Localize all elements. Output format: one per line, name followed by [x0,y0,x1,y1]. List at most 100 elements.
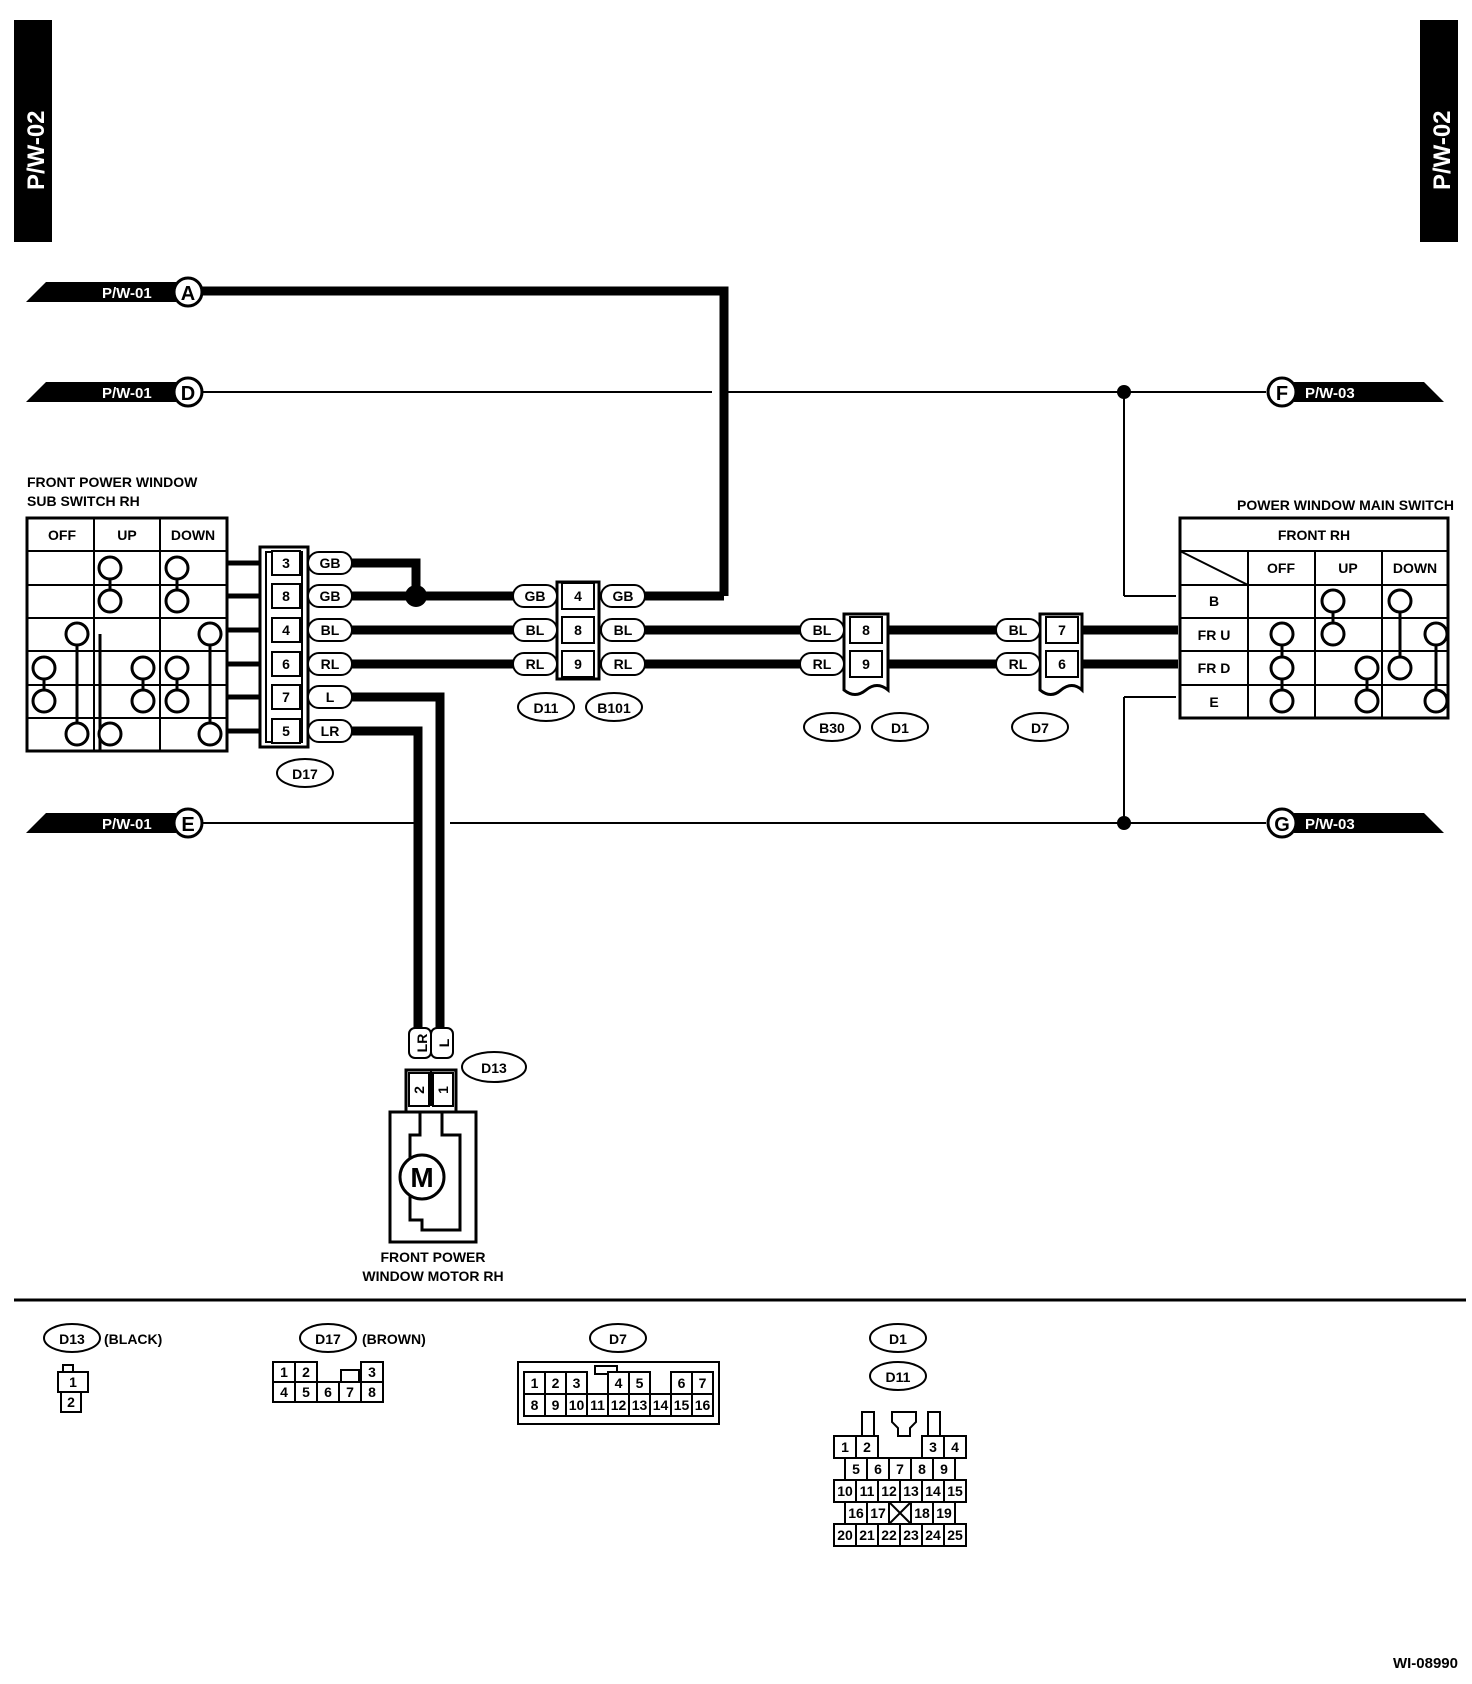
d17-pin-6: 6 [282,656,290,672]
b30-pin-9: 9 [862,656,870,672]
main-switch-header: FRONT RH [1278,527,1350,543]
main-switch-col-off: OFF [1267,560,1295,576]
b101-wire-2: RL [614,656,633,672]
sub-switch-col-off: OFF [48,527,76,543]
ref-f-page: P/W-03 [1305,385,1355,402]
d7-face-pin-8: 8 [531,1397,539,1413]
b101-wire-1-tag [600,618,646,642]
connector-d11-label: D11 [534,700,559,716]
d17-pin-6-cell [271,651,301,677]
d1-face-lock [891,1411,917,1437]
d1-face-pin-15: 15 [947,1483,963,1499]
d17-wire-l-4-tag [307,685,353,709]
d11-pin-9: 9 [574,656,582,672]
main-switch-row-fr-u: FR U [1198,627,1231,643]
d1-face-pin-17: 17 [870,1505,886,1521]
d1-face-pin-21: 21 [859,1527,875,1543]
d17-pin-4: 4 [282,622,290,638]
d17-pin-3-cell [271,550,301,576]
b30-pin-9-cell [849,650,883,678]
d17-pin-3: 3 [282,555,290,571]
thin-circuits [200,385,1266,830]
b30-pin-8-cell [849,616,883,644]
d17-face-pin-4: 4 [280,1384,288,1400]
d13-face-pin-2: 2 [67,1394,75,1410]
d7-face-pin-7: 7 [699,1375,707,1391]
b101-wire-0: GB [613,588,634,604]
b101-wire-2-tag [600,652,646,676]
d7-face-pin-12: 12 [611,1397,627,1413]
d1-face-pin-14: 14 [925,1483,941,1499]
d7-face-pin-10: 10 [569,1397,585,1413]
d7-pin-7-cell [1045,616,1079,644]
d17-face-pin-3: 3 [368,1364,376,1380]
d1-face-blank-x2 [888,1501,912,1525]
d1-face-pin-11: 11 [860,1483,875,1499]
d7-face-pin-4: 4 [615,1375,623,1391]
motor-wire-l: L [436,1038,452,1047]
d1-face-pin-23: 23 [903,1527,919,1543]
b30-pin-8: 8 [862,622,870,638]
d17-face-pin-8-cell [360,1381,384,1403]
ref-d: P/W-01 D [26,376,204,408]
connector-view-d13-name: D13 [59,1331,85,1347]
ref-a-page: P/W-01 [102,285,152,302]
connector-view-d17-name: D17 [315,1331,341,1347]
d7-face-pin-11: 11 [590,1397,605,1413]
figure-id: WI-08990 [1393,1655,1458,1672]
d7-face-pin-6: 6 [678,1375,686,1391]
d1-face-pin-25: 25 [947,1527,963,1543]
d7-wire-0: BL [1009,622,1028,638]
sub-switch-contacts [31,555,223,751]
d1-face-pin-16: 16 [848,1505,864,1521]
d11-wire-1-tag [512,618,558,642]
d13-face-pin-1: 1 [69,1374,77,1390]
sub-switch-leads [227,560,262,734]
d1-face-pin-7: 7 [896,1461,904,1477]
d7-face-pin-16: 16 [695,1397,711,1413]
d1-face-pin-8: 8 [918,1461,926,1477]
d1-face-pin-22: 22 [881,1527,897,1543]
d1-face-pin-10: 10 [837,1483,853,1499]
d1-face-pin-5: 5 [852,1461,860,1477]
sub-switch-title-line2: SUB SWITCH RH [27,493,140,509]
motor-wire-lr: LR [414,1034,430,1053]
d17-wire-bl-2-tag [307,618,353,642]
main-switch-contacts [1269,588,1449,714]
d7-pin-7: 7 [1058,622,1066,638]
ref-f: P/W-03 F [1266,376,1444,408]
d7-wire-1: RL [1009,656,1028,672]
harness-wires [202,286,1178,1030]
d17-wire-l-4: L [326,689,335,705]
d17-wire-lr-5-tag [307,719,353,743]
d11-pin-4: 4 [574,588,582,604]
d17-wire-gb-1: GB [320,588,341,604]
ref-f-letter: F [1276,383,1288,405]
connector-view-d1-name: D1 [889,1331,907,1347]
motor-label-line1: FRONT POWER [381,1249,486,1265]
d11-pin-8-cell [561,616,595,644]
d7-face-pin-15: 15 [674,1397,690,1413]
d17-face-pin-2: 2 [302,1364,310,1380]
d7-face-pin-16-cell [691,1393,714,1417]
d11-wire-2: RL [526,656,545,672]
d7-wire-1-tag [995,652,1041,676]
b30-wire-0-tag [799,618,845,642]
d1-face-pin-4: 4 [951,1439,959,1455]
sub-switch-col-down: DOWN [171,527,215,543]
motor-pin-1: 1 [435,1086,451,1094]
d1-face-pin-18: 18 [914,1505,930,1521]
page-tab-right: P/W-02 [1420,20,1458,242]
motor-symbol: M [410,1162,433,1193]
b30-wire-0: BL [813,622,832,638]
d17-wire-rl-3: RL [321,656,340,672]
sub-switch-col-up: UP [117,527,136,543]
main-switch-row-e: E [1209,694,1218,710]
d17-wire-rl-3-tag [307,652,353,676]
ref-a: P/W-01 A [26,276,204,308]
main-switch-row-b: B [1209,593,1219,609]
d7-face-pin-5: 5 [636,1375,644,1391]
